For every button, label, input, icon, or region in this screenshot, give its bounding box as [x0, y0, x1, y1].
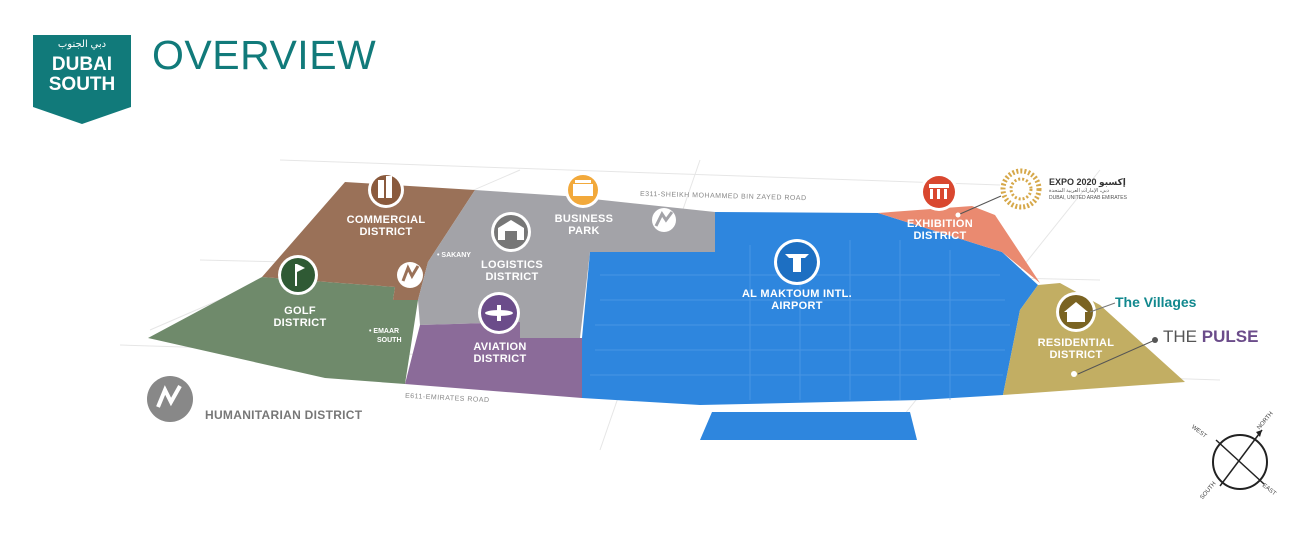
- logistics-district-label: LOGISTICS DISTRICT: [481, 259, 543, 283]
- warehouse-icon: [491, 212, 531, 252]
- emaar-south-label-line2: SOUTH: [377, 337, 402, 344]
- logo-arabic-text: دبي الجنوب: [57, 39, 107, 50]
- compass-icon: [1212, 429, 1268, 490]
- pulse-pointer-dot: [1152, 337, 1158, 343]
- expo-location-marker: [955, 212, 961, 218]
- airport-area[interactable]: [582, 212, 1038, 405]
- dubai-south-logo: دبي الجنوب DUBAI SOUTH: [33, 35, 131, 124]
- airport-label: AL MAKTOUM INTL. AIRPORT: [741, 288, 853, 312]
- commercial-district-label: COMMERCIAL DISTRICT: [346, 214, 426, 238]
- logo-text-line1: DUBAI: [51, 54, 113, 75]
- exhibition-district-label: EXHIBITION DISTRICT: [907, 218, 973, 242]
- airplane-icon: [478, 292, 520, 334]
- hand-icon: [147, 376, 193, 422]
- the-pulse-callout: THE PULSE: [1163, 327, 1258, 347]
- emaar-south-label: • EMAAR: [369, 328, 400, 335]
- aviation-district-area[interactable]: [405, 322, 582, 398]
- residential-district-label: RESIDENTIAL DISTRICT: [1037, 337, 1115, 361]
- expo-subtitle: DUBAI, UNITED ARAB EMIRATES: [1049, 195, 1127, 201]
- exhibition-hall-icon: [920, 173, 958, 211]
- expo-pointer: [959, 195, 1002, 215]
- expo-arabic-subtitle: دبي، الإمارات العربية المتحدة: [1049, 188, 1109, 194]
- airport-apron: [700, 412, 917, 440]
- golf-district-area[interactable]: [148, 277, 418, 384]
- golf-district-label: GOLF DISTRICT: [273, 305, 327, 329]
- villages-pointer: [1089, 302, 1116, 313]
- building-icon: [368, 172, 404, 208]
- page-title: OVERVIEW: [152, 32, 377, 78]
- hand-icon: [652, 208, 676, 232]
- hand-icon: [397, 262, 423, 288]
- pulse-pointer: [1077, 339, 1156, 375]
- humanitarian-district-label: HUMANITARIAN DISTRICT: [205, 408, 363, 422]
- the-villages-callout: The Villages: [1115, 294, 1197, 310]
- residential-district-area[interactable]: [1003, 283, 1185, 395]
- sakany-label: • SAKANY: [437, 252, 471, 259]
- aviation-district-label: AVIATION DISTRICT: [473, 341, 527, 365]
- the-pulse-text-b: PULSE: [1201, 327, 1259, 346]
- control-tower-icon: [774, 239, 820, 285]
- logo-text-line2: SOUTH: [48, 74, 116, 95]
- golf-flag-icon: [278, 255, 318, 295]
- business-park-label: BUSINESS PARK: [554, 213, 614, 237]
- pulse-location-marker: [1071, 371, 1077, 377]
- expo-title: EXPO 2020 إكسبو: [1049, 177, 1126, 187]
- logo-badge-shape: [33, 35, 131, 124]
- the-pulse-text-a: THE: [1163, 327, 1197, 346]
- expo-logo-icon: [1000, 168, 1042, 210]
- pavilion-icon: [565, 172, 601, 208]
- exhibition-district-area[interactable]: [878, 206, 1040, 283]
- house-icon: [1056, 292, 1096, 332]
